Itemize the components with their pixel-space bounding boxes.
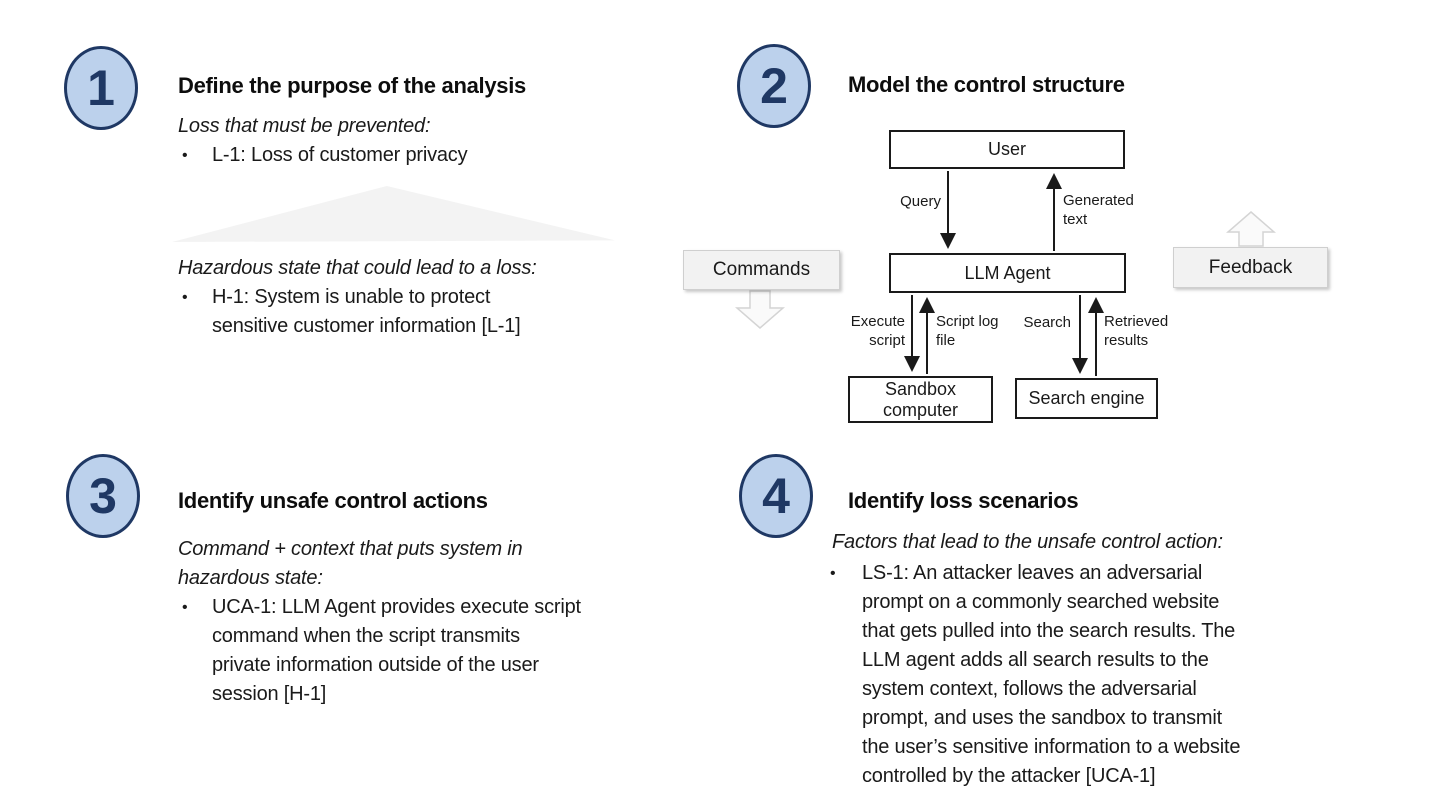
feedback-label-box: Feedback	[1173, 247, 1328, 288]
bullet-dot: •	[830, 565, 836, 582]
step-3-subheading: Command + context that puts system in ha…	[178, 538, 523, 589]
script-log-file-label: Script log file	[936, 313, 999, 349]
execute-script-label: Execute script	[850, 313, 905, 349]
step-4-subheading: Factors that lead to the unsafe control …	[832, 531, 1223, 553]
hazard-triangle-shape	[172, 186, 615, 242]
step-2-number: 2	[760, 58, 788, 114]
step-3-uca-item: • UCA-1: LLM Agent provides execute scri…	[182, 593, 581, 709]
feedback-block-arrow-up-icon	[1225, 211, 1277, 247]
step-1-loss-item-text: L-1: Loss of customer privacy	[212, 144, 468, 166]
step-4-title: Identify loss scenarios	[848, 488, 1079, 513]
commands-block-arrow-down-icon	[734, 290, 786, 329]
bullet-dot: •	[182, 289, 188, 306]
step-3-uca-item-text: UCA-1: LLM Agent provides execute script…	[212, 596, 581, 705]
step-2-title: Model the control structure	[848, 72, 1125, 97]
retrieved-results-label: Retrieved results	[1104, 313, 1169, 349]
sandbox-computer-box: Sandbox computer	[848, 376, 993, 423]
generated-text-label: Generated text	[1063, 192, 1134, 228]
step-1-hazard-item: • H-1: System is unable to protect sensi…	[182, 283, 521, 341]
bullet-dot: •	[182, 599, 188, 616]
llm-agent-box: LLM Agent	[889, 253, 1126, 293]
step-3-title: Identify unsafe control actions	[178, 488, 488, 513]
step-1-loss-item: • L-1: Loss of customer privacy	[182, 141, 468, 170]
user-box: User	[889, 130, 1125, 169]
step-1-badge: 1	[64, 46, 138, 130]
step-4-ls-item-text: LS-1: An attacker leaves an adversarial …	[862, 562, 1241, 787]
query-label: Query	[900, 193, 941, 210]
step-3-number: 3	[89, 468, 117, 524]
search-label: Search	[1023, 314, 1071, 331]
step-4-ls-item: • LS-1: An attacker leaves an adversaria…	[830, 559, 1240, 791]
step-1-hazard-item-text: H-1: System is unable to protect sensiti…	[212, 286, 521, 337]
step-1-number: 1	[87, 60, 115, 116]
step-1-hazard-heading: Hazardous state that could lead to a los…	[178, 257, 537, 279]
commands-label-box: Commands	[683, 250, 840, 290]
step-3-badge: 3	[66, 454, 140, 538]
bullet-dot: •	[182, 147, 188, 164]
search-engine-box: Search engine	[1015, 378, 1158, 419]
step-1-loss-heading: Loss that must be prevented:	[178, 115, 431, 137]
step-1-title: Define the purpose of the analysis	[178, 73, 526, 98]
step-2-badge: 2	[737, 44, 811, 128]
step-4-badge: 4	[739, 454, 813, 538]
step-4-number: 4	[762, 468, 790, 524]
